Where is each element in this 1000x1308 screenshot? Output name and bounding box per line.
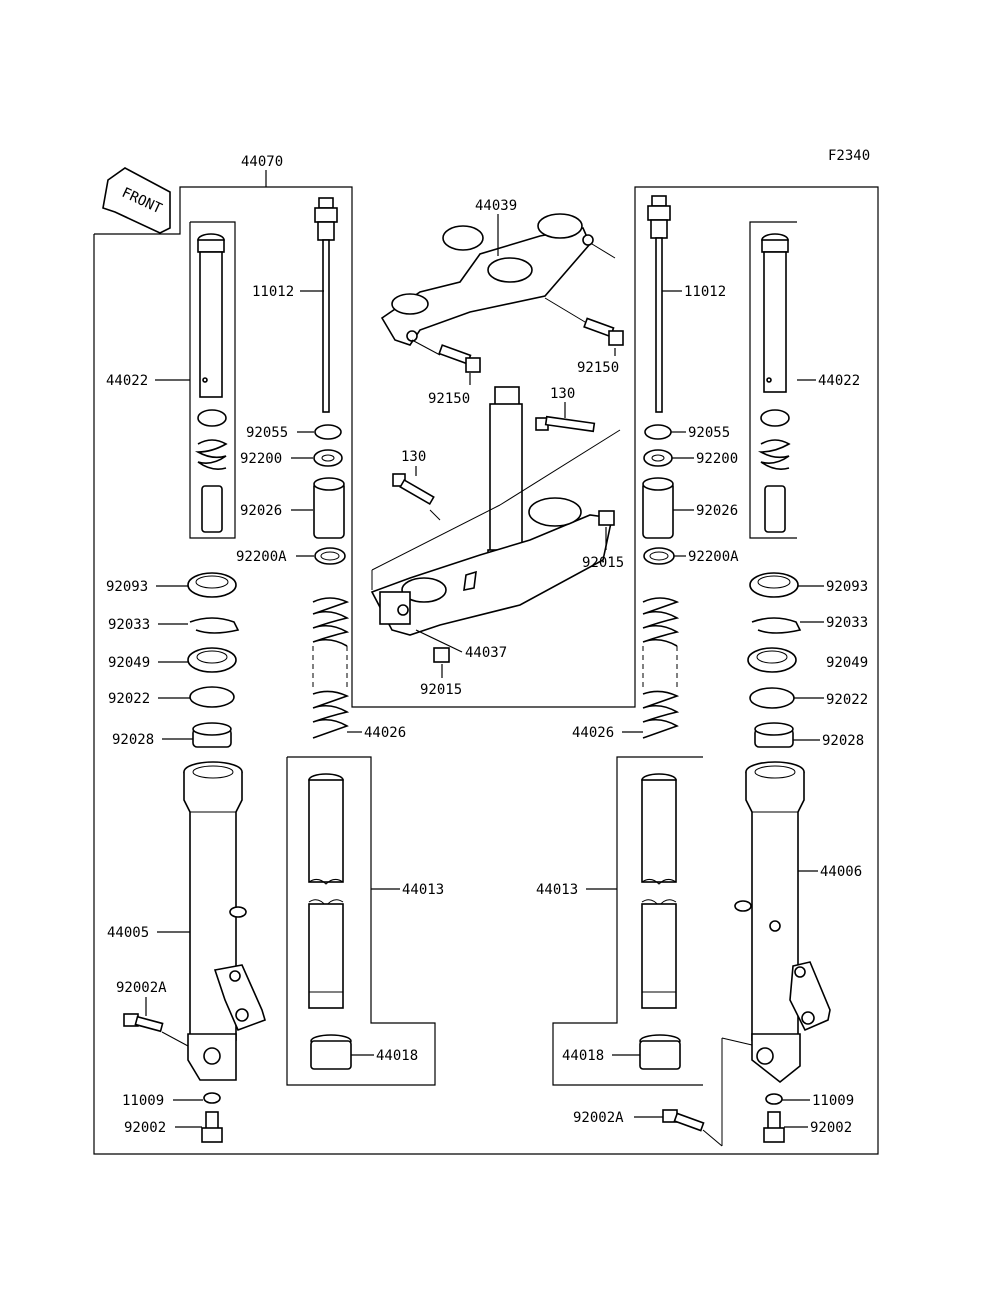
label-92200A-left: 92200A [236, 549, 287, 565]
label-130-a: 130 [550, 386, 575, 402]
inner-pipe-44022-left [194, 233, 228, 533]
washer-92022-right [749, 687, 795, 709]
label-92093-right: 92093 [826, 579, 868, 595]
label-44026-left: 44026 [364, 725, 406, 741]
dust-seal-92093-left [187, 572, 237, 598]
gasket-11009-left [203, 1092, 221, 1104]
label-92002A-right: 92002A [573, 1110, 624, 1126]
label-44013-left: 44013 [402, 882, 444, 898]
spring-44026-left [312, 597, 350, 739]
bolt-92002A-left [123, 1013, 189, 1047]
washer-92022-left [189, 686, 235, 708]
label-92002-right: 92002 [810, 1120, 852, 1136]
label-92022-right: 92022 [826, 692, 868, 708]
label-92055-right: 92055 [688, 425, 730, 441]
o-ring-92055-right [644, 424, 672, 440]
o-ring-92055-left [314, 424, 342, 440]
label-92033-left: 92033 [108, 617, 150, 633]
bolt-130-a [535, 415, 596, 433]
label-92200-left: 92200 [240, 451, 282, 467]
label-92026-right: 92026 [696, 503, 738, 519]
washer-92200A-left [314, 547, 346, 565]
front-arrow-icon: FRONT [102, 167, 171, 234]
label-92028-right: 92028 [822, 733, 864, 749]
oil-seal-92049-right [747, 647, 797, 673]
label-44005-left: 44005 [107, 925, 149, 941]
label-44039: 44039 [475, 198, 517, 214]
bolt-92002A-right [662, 1037, 753, 1147]
label-11009-right: 11009 [812, 1093, 854, 1109]
bolt-92002-left [201, 1111, 223, 1143]
label-92049-right: 92049 [826, 655, 868, 671]
label-44070: 44070 [241, 154, 283, 170]
spacer-44013-right [641, 773, 677, 1009]
bolt-92002-right [763, 1111, 785, 1143]
collar-44018-left [310, 1034, 352, 1070]
label-44026-right: 44026 [572, 725, 614, 741]
washer-92200-right [643, 449, 673, 467]
oil-seal-92049-left [187, 647, 237, 673]
label-92028-left: 92028 [112, 732, 154, 748]
inner-pipe-44022-right [757, 233, 791, 533]
label-11009-left: 11009 [122, 1093, 164, 1109]
label-44037: 44037 [465, 645, 507, 661]
label-130-b: 130 [401, 449, 426, 465]
label-92002A-left: 92002A [116, 980, 167, 996]
damper-rod-11012-right [647, 195, 671, 413]
label-44006: 44006 [820, 864, 862, 880]
damper-rod-11012-left [314, 197, 338, 413]
spacer-44013-left [308, 773, 344, 1009]
bolt-92150-a [411, 339, 481, 373]
collar-92026-left [313, 477, 345, 539]
washer-92200A-right [643, 547, 675, 565]
outer-tube-44005-left [183, 761, 266, 1081]
label-92093-left: 92093 [106, 579, 148, 595]
label-44022-right: 44022 [818, 373, 860, 389]
label-11012-left: 11012 [252, 284, 294, 300]
bolt-92150-b [583, 317, 624, 346]
label-92015-a: 92015 [582, 555, 624, 571]
label-92022-left: 92022 [108, 691, 150, 707]
label-92033-right: 92033 [826, 615, 868, 631]
outer-tube-44006-right [734, 761, 831, 1084]
label-92015-b: 92015 [420, 682, 462, 698]
label-44018-left: 44018 [376, 1048, 418, 1064]
label-92002-left: 92002 [124, 1120, 166, 1136]
label-92150-a: 92150 [428, 391, 470, 407]
nut-92015-b [433, 647, 450, 663]
bushing-92028-left [192, 722, 232, 748]
nut-92015-a [598, 510, 615, 526]
bolt-130-b [392, 473, 441, 521]
circlip-92033-left [189, 617, 240, 634]
label-92200A-right: 92200A [688, 549, 739, 565]
upper-bracket-44039 [380, 213, 594, 346]
figure-code: F2340 [828, 148, 870, 164]
washer-92200-left [313, 449, 343, 467]
label-92150-b: 92150 [577, 360, 619, 376]
label-11012-right: 11012 [684, 284, 726, 300]
label-44018-right: 44018 [562, 1048, 604, 1064]
dust-seal-92093-right [749, 572, 799, 598]
circlip-92033-right [751, 617, 802, 634]
gasket-11009-right [765, 1093, 783, 1105]
collar-92026-right [642, 477, 674, 539]
label-92026-left: 92026 [240, 503, 282, 519]
steering-stem-44037 [370, 386, 613, 636]
label-92049-left: 92049 [108, 655, 150, 671]
spring-44026-right [642, 597, 680, 739]
label-92055-left: 92055 [246, 425, 288, 441]
label-44013-right: 44013 [536, 882, 578, 898]
label-92200-right: 92200 [696, 451, 738, 467]
label-44022-left: 44022 [106, 373, 148, 389]
bushing-92028-right [754, 722, 794, 748]
collar-44018-right [639, 1034, 681, 1070]
assembly-boundary [93, 186, 879, 1155]
